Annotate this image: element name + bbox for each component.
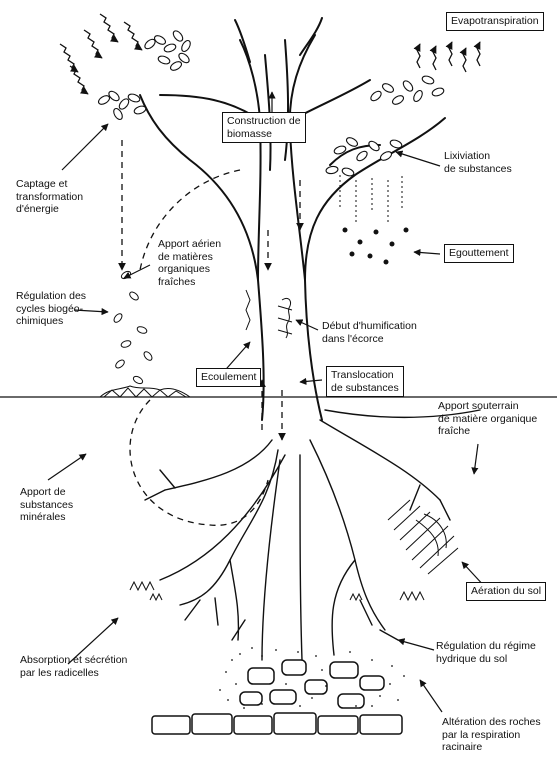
dashed-flows <box>122 140 300 525</box>
annotation-arrows <box>48 92 486 712</box>
evaporation-rays <box>417 42 480 72</box>
tree-trunk <box>140 18 445 420</box>
drip-marks <box>343 228 409 265</box>
label-egouttement: Egouttement <box>444 244 514 263</box>
label-aeration: Aération du sol <box>466 582 546 601</box>
label-evapotranspiration: Evapotranspiration <box>446 12 544 31</box>
bark-humification <box>246 290 292 338</box>
aeration-hatch <box>388 500 458 574</box>
drip-lines <box>340 175 402 222</box>
tree-roots <box>145 410 480 660</box>
root-hairs <box>130 582 424 600</box>
label-ecoulement: Ecoulement <box>196 368 261 387</box>
sunlight-rays <box>60 14 142 94</box>
falling-leaves <box>112 270 153 385</box>
rock-layer <box>152 660 402 734</box>
litter-layer <box>100 386 190 397</box>
